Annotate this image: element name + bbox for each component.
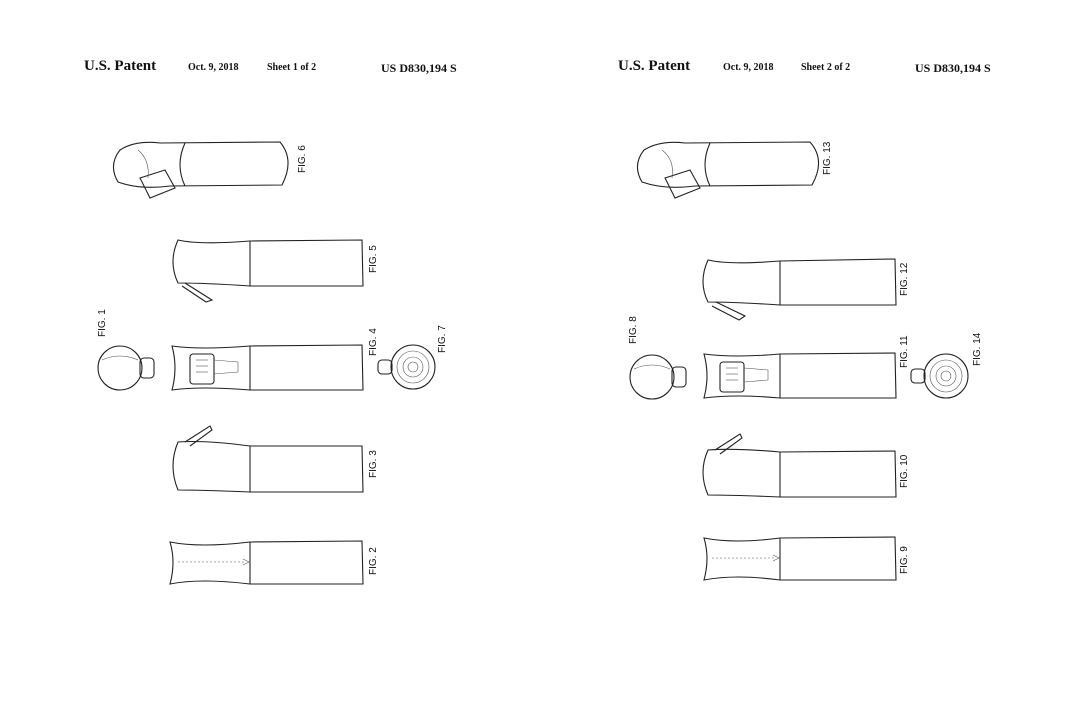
fig-2-label: FIG. 2	[368, 547, 379, 575]
fig-4-drawing	[171, 344, 364, 391]
fig-7-label: FIG. 7	[437, 325, 448, 353]
fig-10-drawing	[702, 433, 897, 498]
fig-9-drawing	[703, 536, 897, 581]
fig-10-label: FIG. 10	[899, 454, 910, 488]
fig-8-label: FIG. 8	[628, 316, 639, 344]
fig-2-drawing	[169, 540, 364, 585]
fig-6-drawing	[112, 141, 289, 199]
fig-9-label: FIG. 9	[899, 546, 910, 574]
patent-date: Oct. 9, 2018	[188, 62, 239, 73]
patent-drawings-sheet-1	[97, 141, 436, 585]
fig-11-label: FIG. 11	[899, 335, 910, 368]
patent-number: US D830,194 S	[381, 61, 457, 75]
patent-label: U.S. Patent	[84, 58, 157, 74]
patent-number: US D830,194 S	[915, 61, 991, 75]
fig-14-label: FIG. 14	[972, 332, 983, 366]
fig-4-label: FIG. 4	[368, 328, 379, 356]
patent-sheet-1: U.S. Patent Oct. 9, 2018 Sheet 1 of 2 US…	[84, 58, 457, 585]
fig-6-label: FIG. 6	[297, 145, 308, 173]
patent-date: Oct. 9, 2018	[723, 62, 774, 73]
fig-3-drawing	[172, 425, 364, 493]
fig-5-drawing	[172, 239, 364, 303]
patent-label: U.S. Patent	[618, 58, 691, 74]
fig-12-drawing	[702, 258, 897, 321]
fig-5-label: FIG. 5	[368, 245, 379, 273]
fig-1-label: FIG. 1	[97, 309, 108, 337]
patent-drawings-sheet-2	[629, 141, 969, 581]
fig-8-drawing	[629, 354, 687, 400]
fig-14-drawing	[910, 353, 969, 399]
fig-7-drawing	[377, 344, 436, 390]
fig-13-label: FIG. 13	[822, 141, 833, 175]
fig-11-drawing	[703, 352, 897, 399]
fig-13-drawing	[636, 141, 820, 199]
fig-3-label: FIG. 3	[368, 450, 379, 478]
patent-sheet-2: U.S. Patent Oct. 9, 2018 Sheet 2 of 2 US…	[540, 0, 1080, 703]
fig-1-drawing	[97, 345, 155, 391]
sheet-number: Sheet 1 of 2	[267, 62, 317, 73]
fig-12-label: FIG. 12	[899, 262, 910, 296]
sheet-number: Sheet 2 of 2	[801, 62, 851, 73]
